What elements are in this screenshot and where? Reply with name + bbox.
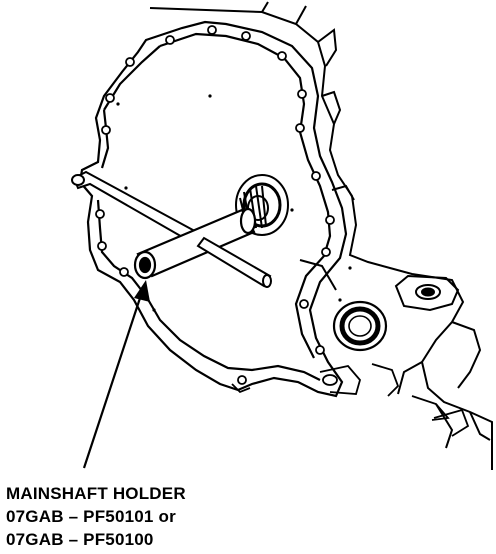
- case-lower-details: [319, 363, 470, 437]
- mounting-tab: [394, 274, 460, 312]
- mainshaft-holder-tool: [133, 207, 257, 280]
- case-details: [116, 94, 352, 312]
- oil-seal: [332, 300, 388, 352]
- callout-part-number-1: 07GAB – PF50101 or: [6, 507, 176, 526]
- callout-part-number-2: 07GAB – PF50100: [6, 530, 154, 549]
- callout-leader-arrow: [82, 280, 150, 469]
- case-flange: [78, 20, 348, 398]
- transmission-case: [149, 1, 493, 470]
- bolt-holes: [95, 25, 335, 385]
- holder-cross-pin: [196, 236, 272, 288]
- mainshaft-holder-callout: MAINSHAFT HOLDER 07GAB – PF50101 or 07GA…: [6, 482, 186, 551]
- callout-title: MAINSHAFT HOLDER: [6, 484, 186, 503]
- flange-bottom-tick: [231, 383, 251, 394]
